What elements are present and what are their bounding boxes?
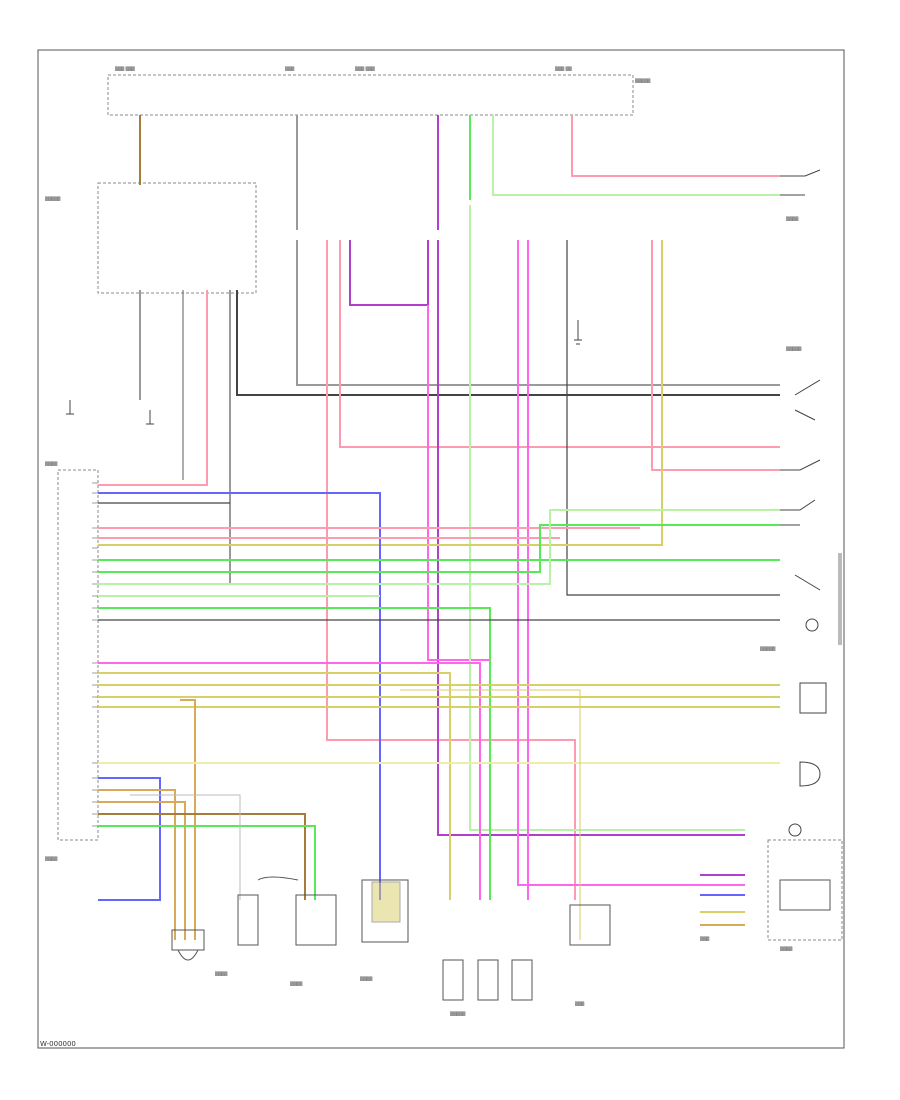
wire-ecm-green-2 (98, 524, 780, 573)
wire-ecm-lower-blue (98, 777, 161, 901)
wire-feed-6 (571, 115, 780, 177)
wire-gray-bus (296, 240, 780, 386)
meter-box (779, 879, 831, 911)
right-panel-bracket (838, 553, 842, 645)
ground-symbols (66, 320, 582, 425)
svg-text:▒▒▒▒: ▒▒▒▒ (290, 981, 303, 986)
svg-text:▒▒▒▒: ▒▒▒▒ (786, 216, 799, 221)
diagram-border (37, 49, 845, 1049)
wire-lower-purple (400, 689, 581, 940)
wire-ecm-green-5 (98, 607, 491, 900)
wire-green-trunk (469, 205, 745, 831)
wire-ecm-lower-gray (130, 794, 241, 900)
figure-id: W-000000 (40, 1040, 76, 1048)
ecm-block (57, 469, 99, 841)
svg-text:▒▒▒▒: ▒▒▒▒ (360, 976, 373, 981)
wire-relay-3 (98, 290, 208, 486)
wire-ecm-magenta-1 (98, 662, 481, 900)
wire-pink-b (339, 240, 780, 448)
svg-text:▒▒▒▒▒: ▒▒▒▒▒ (450, 1011, 466, 1016)
svg-text:▒▒▒: ▒▒▒ (575, 1001, 585, 1006)
right-module-box-1 (767, 839, 843, 941)
wire-ecm-lower-orange-2 (98, 801, 186, 940)
bottom-components (171, 876, 611, 1001)
wire-ecm-yellow-5 (180, 699, 196, 940)
svg-text:▒▒▒▒: ▒▒▒▒ (215, 971, 228, 976)
svg-text:▒▒▒ ▒▒▒: ▒▒▒ ▒▒▒ (355, 66, 376, 71)
wire-ecm-green-3 (98, 509, 780, 585)
wire-purple-loop (349, 240, 429, 306)
engine-main-relay-box (97, 182, 257, 294)
fuse-relay-box (107, 74, 634, 116)
svg-text:▒▒▒▒: ▒▒▒▒ (45, 461, 58, 466)
svg-text:▒▒▒▒▒: ▒▒▒▒▒ (635, 78, 651, 83)
ecm-pin-stubs (92, 482, 98, 827)
wire-black-col (566, 240, 780, 596)
svg-text:▒▒▒: ▒▒▒ (285, 66, 295, 71)
wire-pink-right-2 (98, 240, 663, 546)
diagram-labels: ▒▒▒ ▒▒▒ ▒▒▒ ▒▒▒ ▒▒▒ ▒▒▒ ▒▒ ▒▒▒▒▒ ▒▒▒▒▒ ▒… (45, 66, 802, 1016)
wire-ecm-lower-brown (98, 813, 306, 900)
svg-text:▒▒▒▒▒: ▒▒▒▒▒ (786, 346, 802, 351)
wire-magenta-col (517, 240, 745, 886)
wire-purple-main (437, 240, 745, 836)
wire-ecm-lower-green (98, 825, 316, 900)
wire-pink-right-1 (651, 240, 780, 471)
right-switch-symbols (780, 169, 827, 837)
wire-ecm-blue (98, 492, 381, 900)
svg-text:▒▒▒ ▒▒: ▒▒▒ ▒▒ (555, 66, 573, 71)
svg-text:▒▒▒▒▒: ▒▒▒▒▒ (45, 196, 61, 201)
wire-relay-5 (236, 290, 780, 396)
svg-text:▒▒▒: ▒▒▒ (700, 936, 710, 941)
wire-ecm-lower-orange-1 (98, 789, 176, 940)
wire-feed-5 (492, 115, 780, 196)
svg-text:▒▒▒▒: ▒▒▒▒ (45, 856, 58, 861)
svg-text:▒▒▒ ▒▒▒: ▒▒▒ ▒▒▒ (115, 66, 136, 71)
svg-text:▒▒▒▒: ▒▒▒▒ (780, 946, 793, 951)
wire-ecm-yellow-1 (98, 672, 451, 900)
svg-text:▒▒▒▒▒: ▒▒▒▒▒ (760, 646, 776, 651)
